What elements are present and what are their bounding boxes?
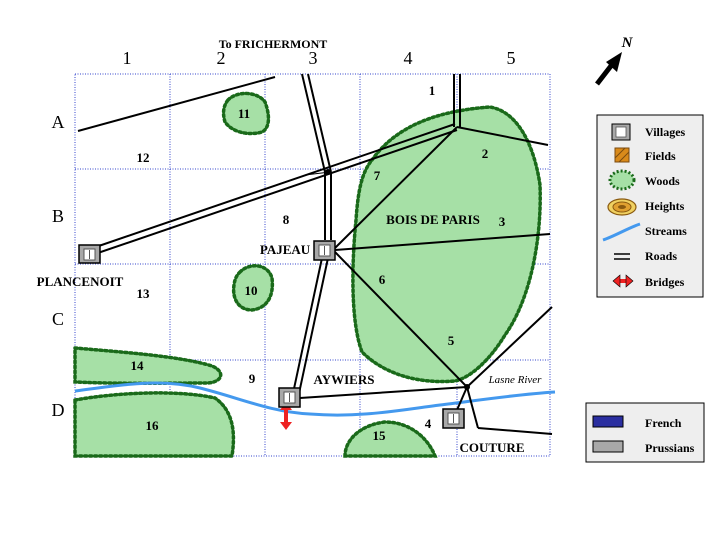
legend-woods: Woods xyxy=(645,174,680,188)
sector-number: 6 xyxy=(379,272,386,287)
sector-number: 7 xyxy=(374,168,381,183)
bridge-legend-icon xyxy=(612,274,634,288)
woods-icon xyxy=(608,169,636,191)
top-road-label: To FRICHERMONT xyxy=(219,37,328,51)
woods-10 xyxy=(231,264,275,312)
row-label: B xyxy=(52,206,64,226)
woods-areas xyxy=(73,91,542,458)
river-label: Lasne River xyxy=(488,374,543,386)
sector-number: 14 xyxy=(131,358,145,373)
lasne-stream xyxy=(74,381,556,417)
forces-legend: French Prussians xyxy=(585,402,705,463)
heights-icon xyxy=(607,198,637,216)
sector-number: 2 xyxy=(482,146,489,161)
roads xyxy=(77,73,553,435)
woods-11 xyxy=(221,91,271,136)
place-label-couture: COUTURE xyxy=(459,440,524,455)
village-icon-aywiers xyxy=(278,387,301,408)
sector-number: 3 xyxy=(499,214,506,229)
legend-streams: Streams xyxy=(645,224,687,238)
sector-number: 16 xyxy=(146,418,160,433)
place-label-pajeau: PAJEAU xyxy=(260,242,311,257)
place-label-plancenoit: PLANCENOIT xyxy=(37,274,124,289)
road-junction xyxy=(325,169,331,175)
legend-bridges: Bridges xyxy=(645,275,685,289)
sector-number: 12 xyxy=(137,150,150,165)
row-label: D xyxy=(52,400,65,420)
sector-number: 4 xyxy=(425,416,432,431)
compass-label: N xyxy=(621,35,634,51)
woods-bois-de-paris xyxy=(351,105,542,384)
woods-16 xyxy=(73,391,236,458)
column-label: 3 xyxy=(309,48,318,68)
woods-15 xyxy=(343,420,438,458)
north-arrow-icon xyxy=(595,52,622,86)
row-label: C xyxy=(52,309,64,329)
sector-number: 5 xyxy=(448,333,455,348)
legend-heights: Heights xyxy=(645,199,685,213)
column-label: 2 xyxy=(217,48,226,68)
sector-number: 11 xyxy=(238,106,250,121)
road-junction xyxy=(464,384,470,390)
terrain-legend: Villages Fields Woods Heights Streams Ro… xyxy=(596,114,704,298)
column-label: 4 xyxy=(404,48,413,68)
road-icon xyxy=(614,253,630,260)
village-icon-pajeau xyxy=(313,240,336,261)
sector-number: 9 xyxy=(249,371,256,386)
sector-number: 1 xyxy=(429,83,436,98)
woods-14 xyxy=(73,346,223,385)
village-icon xyxy=(611,123,631,141)
french-swatch xyxy=(592,415,624,428)
legend-french: French xyxy=(645,416,682,430)
stream-icon xyxy=(602,222,641,242)
sector-number: 10 xyxy=(245,283,258,298)
sector-number: 8 xyxy=(283,212,290,227)
column-label: 5 xyxy=(507,48,516,68)
legend-prussians: Prussians xyxy=(645,441,695,455)
place-label-aywiers: AYWIERS xyxy=(314,372,375,387)
legend-fields: Fields xyxy=(645,149,676,163)
row-label: A xyxy=(52,112,65,132)
legend-roads: Roads xyxy=(645,249,677,263)
sector-number: 13 xyxy=(137,286,151,301)
village-icon-plancenoit xyxy=(78,244,101,264)
village-icon-couture xyxy=(442,408,465,429)
prussians-swatch xyxy=(592,440,624,453)
fields-icon xyxy=(614,147,630,163)
legend-villages: Villages xyxy=(645,125,686,139)
column-label: 1 xyxy=(123,48,132,68)
place-label-bois-de-paris: BOIS DE PARIS xyxy=(386,212,480,227)
sector-number: 15 xyxy=(373,428,387,443)
